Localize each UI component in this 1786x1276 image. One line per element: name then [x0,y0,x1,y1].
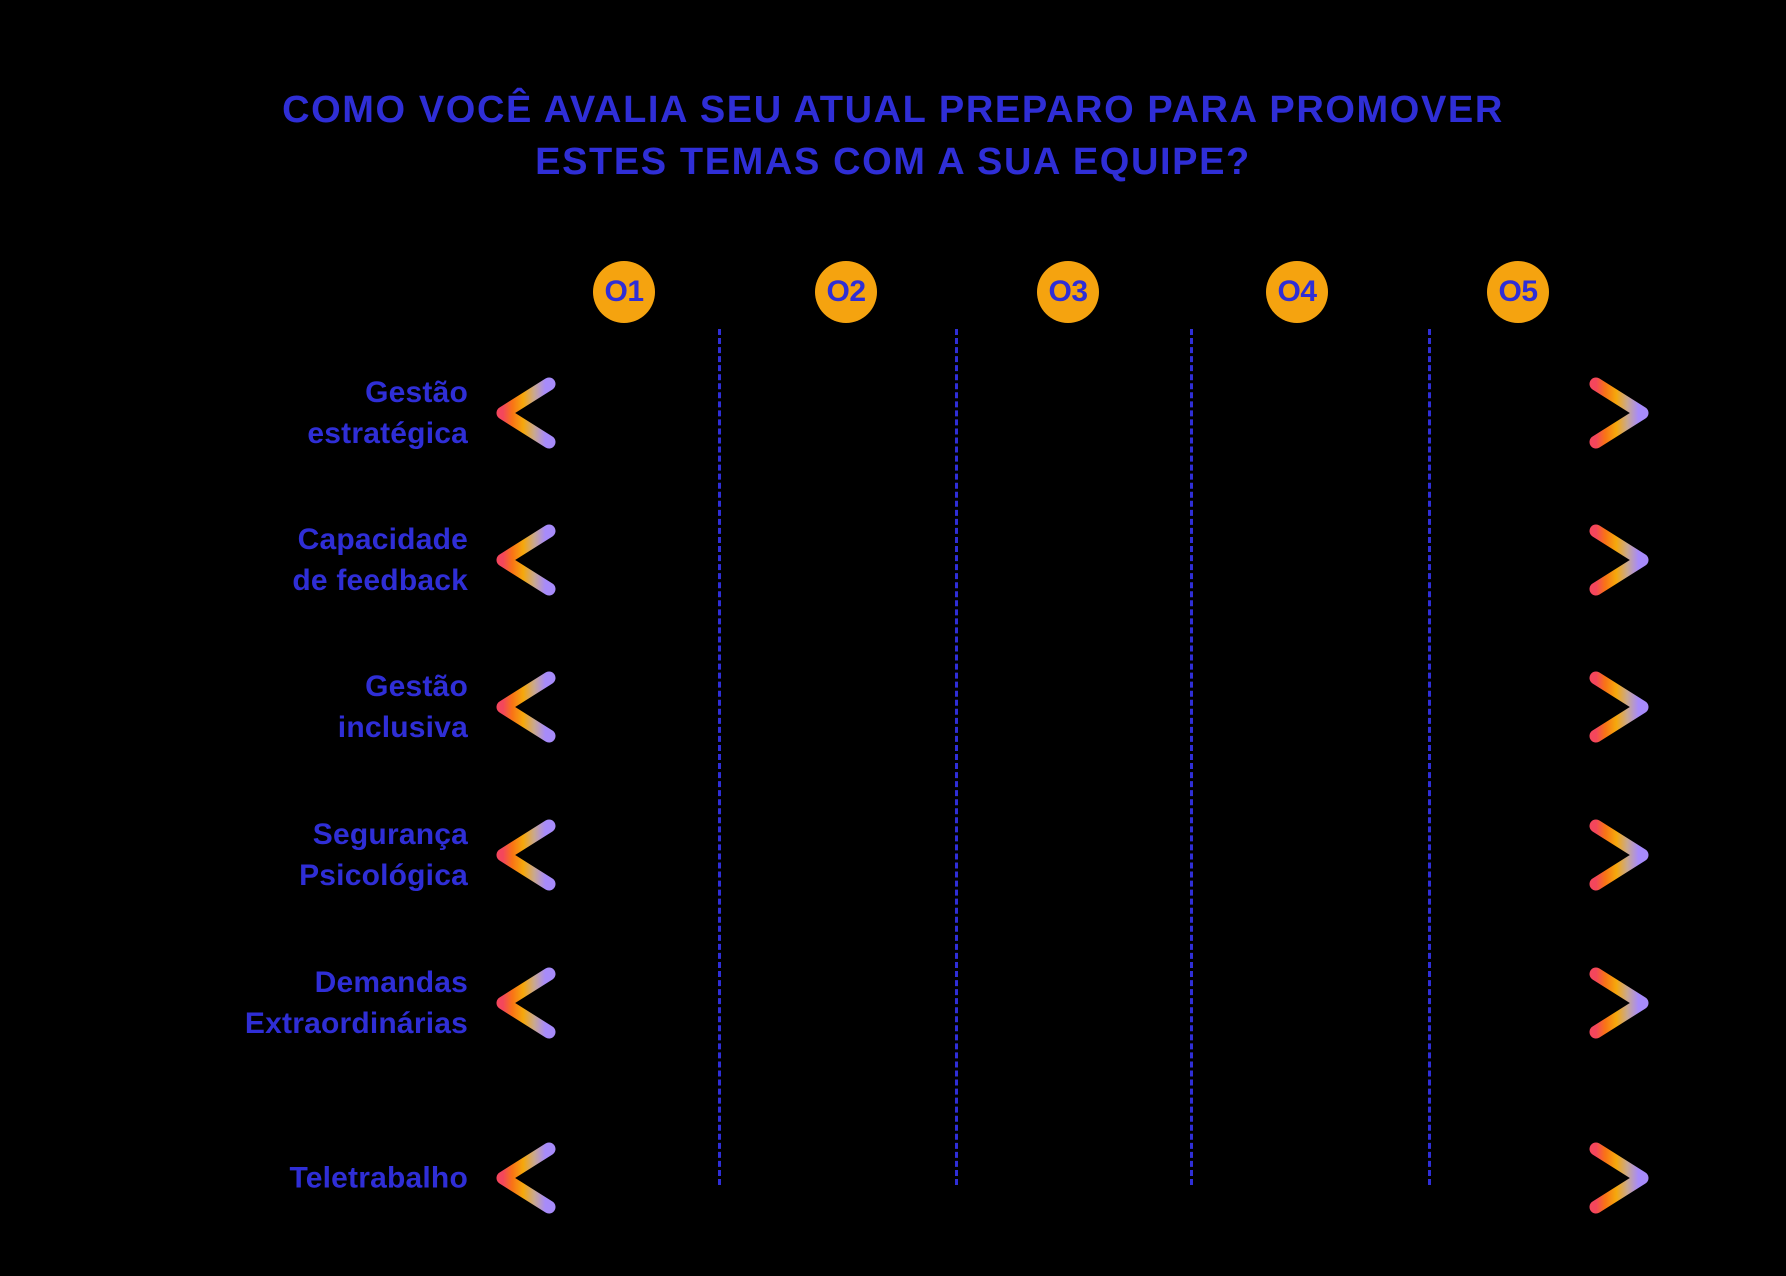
arrow-head-right [1589,671,1649,743]
row-label-5: Demandas Extraordinárias [244,966,468,1040]
row-label-2: Capacidade de feedback [292,523,468,597]
row-label-3: Gestão inclusiva [337,670,468,744]
row-arrow-5 [495,963,1650,1043]
arrow-head-right [1589,819,1649,891]
arrow-head-left [496,671,556,743]
arrow-head-left [496,524,556,596]
scale-marker-o2: O2 [815,261,877,323]
gridline-4 [1428,329,1431,1185]
scale-marker-label: O5 [1498,275,1538,308]
scale-marker-o5: O5 [1487,261,1549,323]
gridline-3 [1190,329,1193,1185]
arrow-head-left [496,377,556,449]
arrow-head-left [496,819,556,891]
row-label-6: Teletrabalho [289,1161,468,1195]
row-label-1: Gestão estratégica [307,376,468,450]
arrow-head-right [1589,377,1649,449]
scale-marker-label: O2 [826,275,866,308]
gridline-2 [955,329,958,1185]
row-arrow-3 [495,667,1650,747]
arrow-head-right [1589,967,1649,1039]
scale-marker-o4: O4 [1266,261,1328,323]
arrow-head-right [1589,524,1649,596]
row-arrow-1 [495,373,1650,453]
gridline-1 [718,329,721,1185]
row-arrow-4 [495,815,1650,895]
row-arrow-6 [495,1138,1650,1218]
scale-marker-label: O4 [1277,275,1317,308]
scale-marker-o1: O1 [593,261,655,323]
scale-marker-label: O3 [1048,275,1088,308]
arrow-head-left [496,1142,556,1214]
scale-marker-o3: O3 [1037,261,1099,323]
scale-marker-label: O1 [604,275,644,308]
row-label-4: Segurança Psicológica [299,818,468,892]
row-arrow-2 [495,520,1650,600]
arrow-head-left [496,967,556,1039]
arrow-head-right [1589,1142,1649,1214]
page-title: Como você avalia seu atual preparo para … [282,89,1504,183]
